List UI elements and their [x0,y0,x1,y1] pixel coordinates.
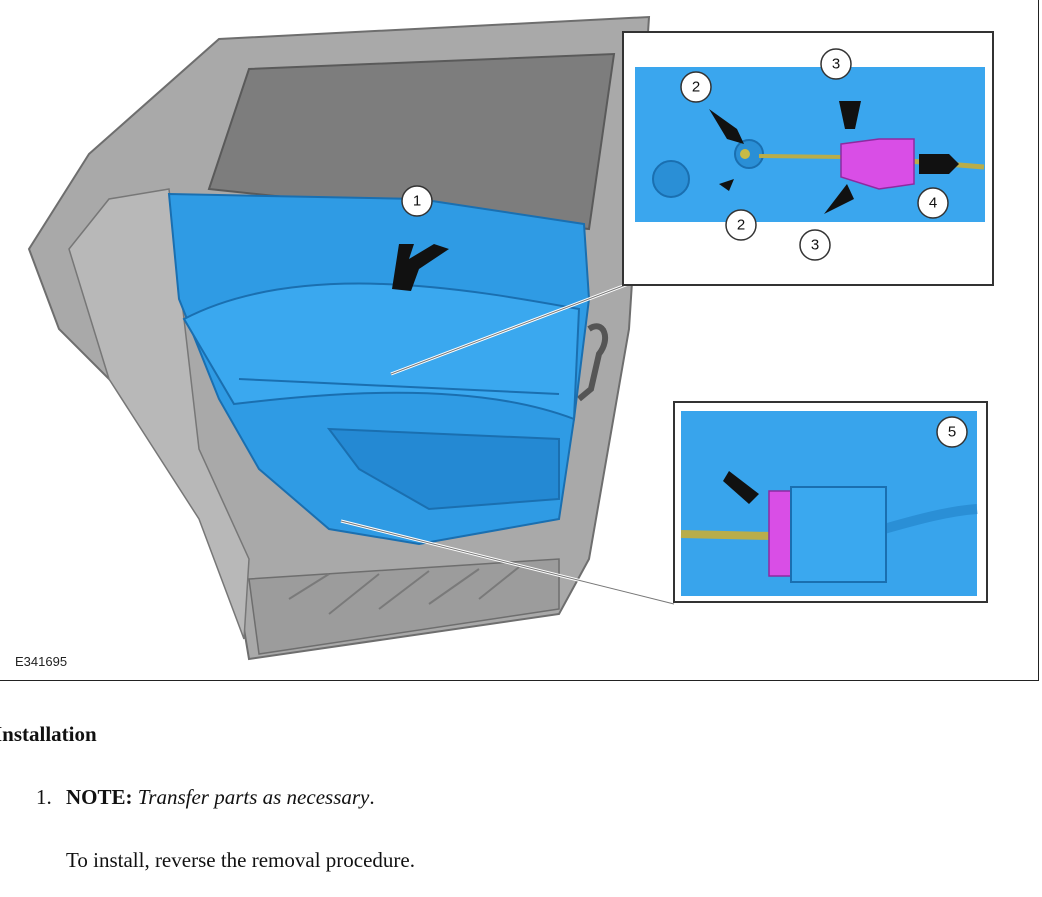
door-trim-panel [167,192,591,546]
callout-4: 4 [917,187,949,219]
callout-3a: 3 [820,48,852,80]
step-1-detail: To install, reverse the removal procedur… [66,848,415,872]
svg-text:4: 4 [929,195,937,212]
svg-text:2: 2 [692,79,700,96]
svg-text:3: 3 [811,237,819,254]
note-end: . [369,785,375,809]
illustration-figure: 1 2 2 3 3 4 5 E341695 [0,0,1039,681]
svg-text:1: 1 [413,193,421,210]
note-text: Transfer parts as necessary [137,785,370,809]
callout-3b: 3 [799,229,831,261]
pull-arrow-icon [392,244,449,291]
callout-1: 1 [401,185,433,217]
section-heading: Installation [0,722,97,746]
svg-text:2: 2 [737,217,745,234]
door-trim-diagram: 1 2 2 3 3 4 5 E341695 [15,15,994,669]
svg-text:3: 3 [832,56,840,73]
svg-text:5: 5 [948,424,956,441]
step-number: 1. [36,785,52,809]
callout-2a: 2 [680,71,712,103]
figure-code: E341695 [15,654,67,669]
callout-5: 5 [936,416,968,448]
step-1: 1. NOTE: Transfer parts as necessary. [36,785,375,810]
note-label: NOTE: [66,785,133,809]
callout-2b: 2 [725,209,757,241]
inset-electrical-connector [673,401,988,603]
